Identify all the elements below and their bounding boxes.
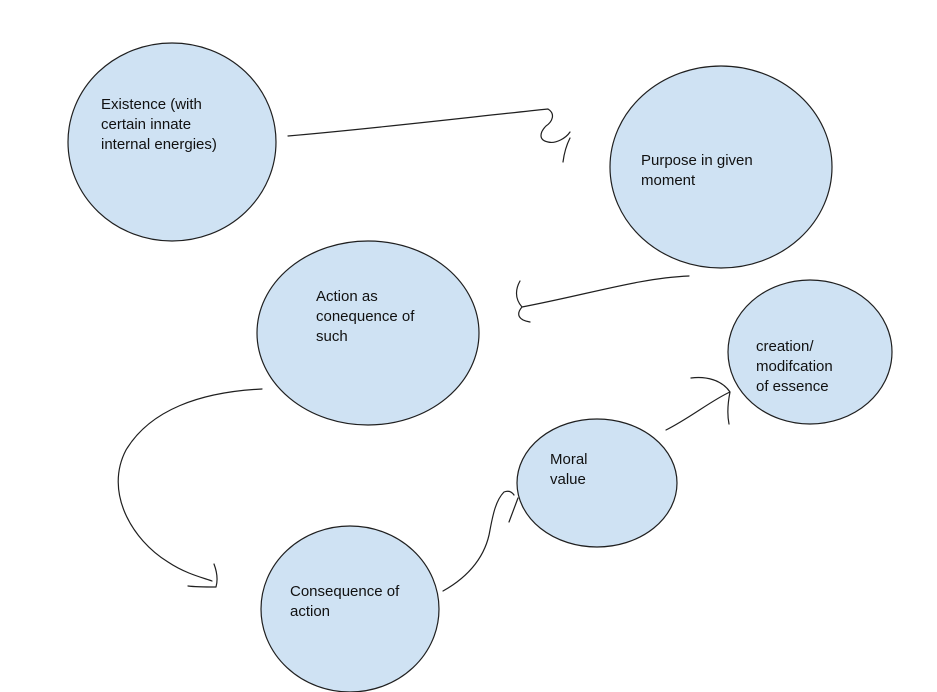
edge-consequence-to-moral — [442, 490, 519, 592]
node-action[interactable] — [256, 240, 480, 426]
node-creation-label: creation/ modifcation of essence — [756, 338, 833, 395]
edge-action-to-consequence — [117, 388, 263, 588]
edge-existence-to-purpose — [287, 108, 571, 163]
node-purpose-label: Purpose in given moment — [641, 152, 753, 189]
node-purpose[interactable] — [609, 65, 833, 269]
node-moral[interactable] — [516, 418, 678, 548]
node-existence[interactable] — [67, 42, 277, 242]
nodes — [67, 42, 893, 692]
edges — [117, 108, 731, 592]
node-creation[interactable] — [727, 279, 893, 425]
node-existence-label: Existence (with certain innate internal … — [101, 96, 217, 153]
node-action-label: Action as conequence of such — [316, 288, 415, 345]
node-moral-label: Moral value — [550, 451, 588, 488]
node-consequence[interactable] — [260, 525, 440, 692]
node-consequence-label: Consequence of action — [290, 583, 400, 620]
edge-moral-to-creation — [665, 376, 731, 431]
edge-purpose-to-action — [515, 275, 690, 323]
